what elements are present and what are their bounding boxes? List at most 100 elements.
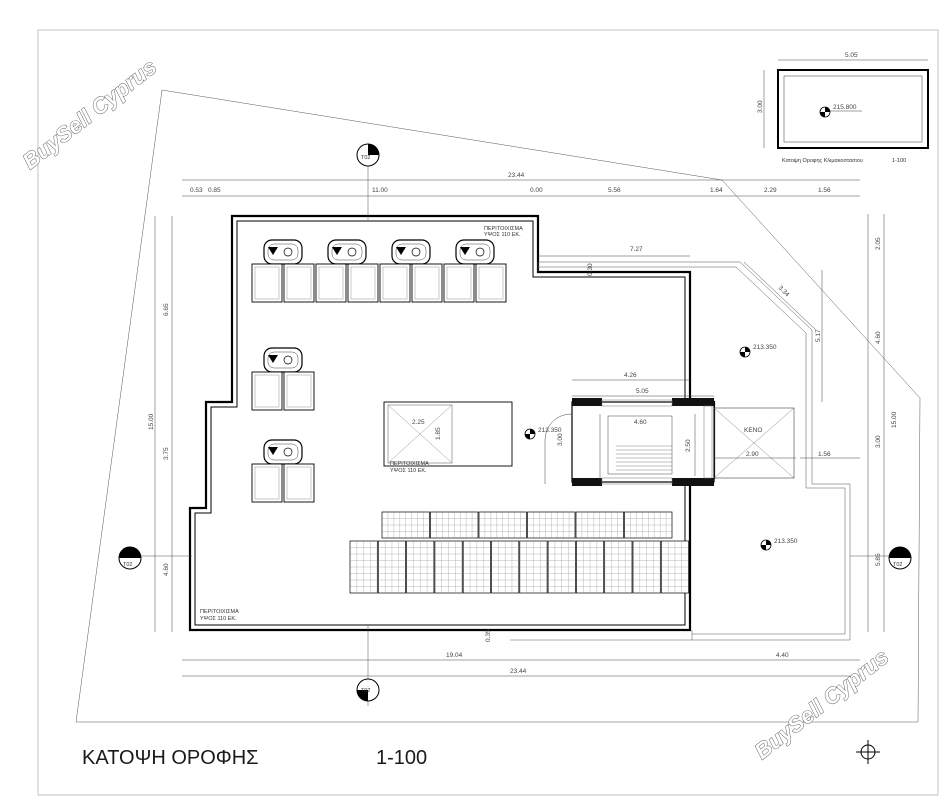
dim-156b: 1.56: [818, 451, 831, 458]
pv-panel: [519, 540, 548, 594]
pv-panel: [478, 511, 527, 539]
dim-bottom-total: 23.44: [510, 668, 527, 675]
drawing-title: ΚΑΤΟΨΗ ΟΡΟΦΗΣ: [82, 747, 259, 769]
dim-426: 4.26: [624, 372, 637, 379]
svg-text:T02: T02: [361, 155, 370, 161]
pv-panel: [604, 540, 633, 594]
dim-bottom-035: 0.35: [485, 629, 492, 642]
level-marker-stair: 213.350: [524, 427, 562, 440]
level-marker-roof-low: 213.350: [760, 538, 798, 551]
solar-water-heater: [251, 239, 315, 303]
parapet-note-bottom-2: ΥΨΟΣ 110 ΕΚ.: [200, 616, 237, 622]
pv-panel: [660, 540, 689, 594]
parapet-note-top-1: ΠΕΡΙΤΟΙΧΙΣΜΑ: [484, 226, 523, 232]
dim-left-1500: 15.00: [148, 413, 155, 430]
pv-panel: [434, 540, 463, 594]
inset-height-dim: 3.00: [757, 100, 764, 113]
dim-right-300: 3.00: [875, 435, 882, 448]
section-marker-bottom: T02: [356, 678, 380, 702]
dim-left-665: 6.65: [163, 303, 170, 316]
void-label: ΚΕΝΟ: [744, 427, 762, 434]
parapet-note-top-2: ΥΨΟΣ 110 ΕΚ.: [484, 232, 521, 238]
watermark-top-left: BuySell Cyprus: [18, 54, 162, 174]
solar-water-heater: [251, 439, 315, 503]
dim-top-164: 1.64: [710, 187, 723, 194]
plot-boundary: [75, 89, 921, 723]
parapet-note-bottom-1: ΠΕΡΙΤΟΙΧΙΣΜΑ: [200, 609, 239, 615]
lower-roof-outline: [510, 261, 851, 641]
dim-top-156: 1.56: [818, 187, 831, 194]
roof-outline-inner: [194, 220, 686, 626]
pv-panel: [527, 511, 576, 539]
dim-right-1500: 15.00: [891, 411, 898, 428]
inset-caption: Κατοψη Οροφης Κλιμακοστασιου: [782, 158, 863, 164]
dim-top-000: 0.00: [530, 187, 543, 194]
svg-text:T02: T02: [361, 688, 370, 694]
pv-panel: [547, 540, 576, 594]
dim-left-375: 3.75: [163, 447, 170, 460]
section-marker-right: T02: [888, 546, 912, 570]
pv-panel: [381, 511, 430, 539]
inset-level: 215.800: [833, 104, 857, 111]
pv-panel: [349, 540, 378, 594]
dim-505: 5.05: [636, 388, 649, 395]
solar-water-heater: [251, 347, 315, 411]
dim-bottom-1904: 19.04: [446, 652, 463, 659]
pv-panel: [462, 540, 491, 594]
dim-right-585: 5.85: [875, 553, 882, 566]
dim-300: 3.00: [557, 433, 564, 446]
pv-panel: [377, 540, 406, 594]
solar-water-heater: [315, 239, 379, 303]
inset-width-dim: 5.05: [845, 52, 858, 59]
skylight-opening: 2.25 1.85 ΠΕΡΙΤΟΙΧΙΣΜΑ ΥΨΟΣ 110 ΕΚ.: [383, 401, 513, 474]
dim-727: 7.27: [630, 246, 643, 253]
skylight-parapet-note-2: ΥΨΟΣ 110 ΕΚ.: [390, 468, 427, 474]
skylight-width-dim: 2.25: [412, 419, 425, 426]
level-marker-roof-right: 213.350: [739, 344, 777, 358]
svg-text:T02: T02: [893, 562, 902, 568]
pv-panel: [406, 540, 435, 594]
section-marker-left: T02: [118, 546, 142, 570]
svg-text:213.350: 213.350: [538, 427, 562, 434]
dim-250: 2.50: [685, 439, 692, 452]
pv-panel: [430, 511, 479, 539]
dimension-lines: [154, 179, 885, 677]
pv-panel: [632, 540, 661, 594]
dim-334: 3.34: [777, 284, 791, 298]
pv-panel: [624, 511, 673, 539]
dim-030: 0.30: [587, 263, 594, 276]
pv-panel: [575, 511, 624, 539]
dim-top-229: 2.29: [764, 187, 777, 194]
dim-460: 4.60: [634, 419, 647, 426]
dim-top-556: 5.56: [608, 187, 621, 194]
north-arrow-icon: [856, 740, 880, 764]
svg-text:213.350: 213.350: [753, 344, 777, 351]
drawing-scale: 1-100: [376, 747, 427, 769]
skylight-depth-dim: 1.85: [435, 427, 442, 440]
dim-top-total: 23.44: [508, 172, 525, 179]
section-marker-top: T02: [356, 143, 380, 167]
dim-top-053: 0.53: [190, 187, 203, 194]
solar-water-heaters: [251, 239, 507, 503]
dim-517: 5.17: [815, 329, 822, 342]
pv-panel: [576, 540, 605, 594]
dim-top-1100: 11.00: [372, 187, 388, 194]
staircase: [544, 398, 715, 486]
solar-water-heater: [379, 239, 443, 303]
void-area: ΚΕΝΟ: [713, 407, 795, 479]
dim-bottom-440: 4.40: [776, 652, 789, 659]
sheet-border: [37, 29, 939, 796]
pv-panel-array: [349, 511, 689, 594]
skylight-parapet-note-1: ΠΕΡΙΤΟΙΧΙΣΜΑ: [390, 461, 429, 467]
inset-stair-roof-plan: 5.05 3.00 215.800 Κατοψη Οροφης Κλιμακοσ…: [757, 52, 929, 164]
dim-right-460: 4.60: [875, 331, 882, 344]
pv-panel: [491, 540, 520, 594]
dim-right-205: 2.05: [875, 237, 882, 250]
dim-290: 2.90: [746, 451, 759, 458]
inset-scale: 1-100: [892, 158, 906, 164]
dim-left-460: 4.60: [163, 563, 170, 576]
svg-text:213.350: 213.350: [774, 538, 798, 545]
solar-water-heater: [443, 239, 507, 303]
svg-text:T02: T02: [123, 562, 132, 568]
